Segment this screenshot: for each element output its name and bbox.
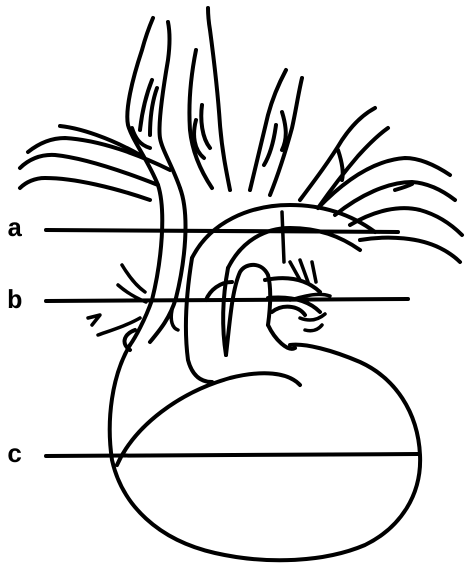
heart-outline [110,330,420,560]
superior-vena-cava [130,185,186,345]
section-line-b [46,299,408,301]
section-line-c [46,454,418,456]
ascending-aorta [186,258,228,382]
great-vessels-top [127,8,388,208]
label-c: c [7,442,23,468]
section-line-a [46,230,398,232]
subclavian-vessels [20,126,462,262]
label-b: b [7,288,23,314]
label-a: a [7,216,23,242]
